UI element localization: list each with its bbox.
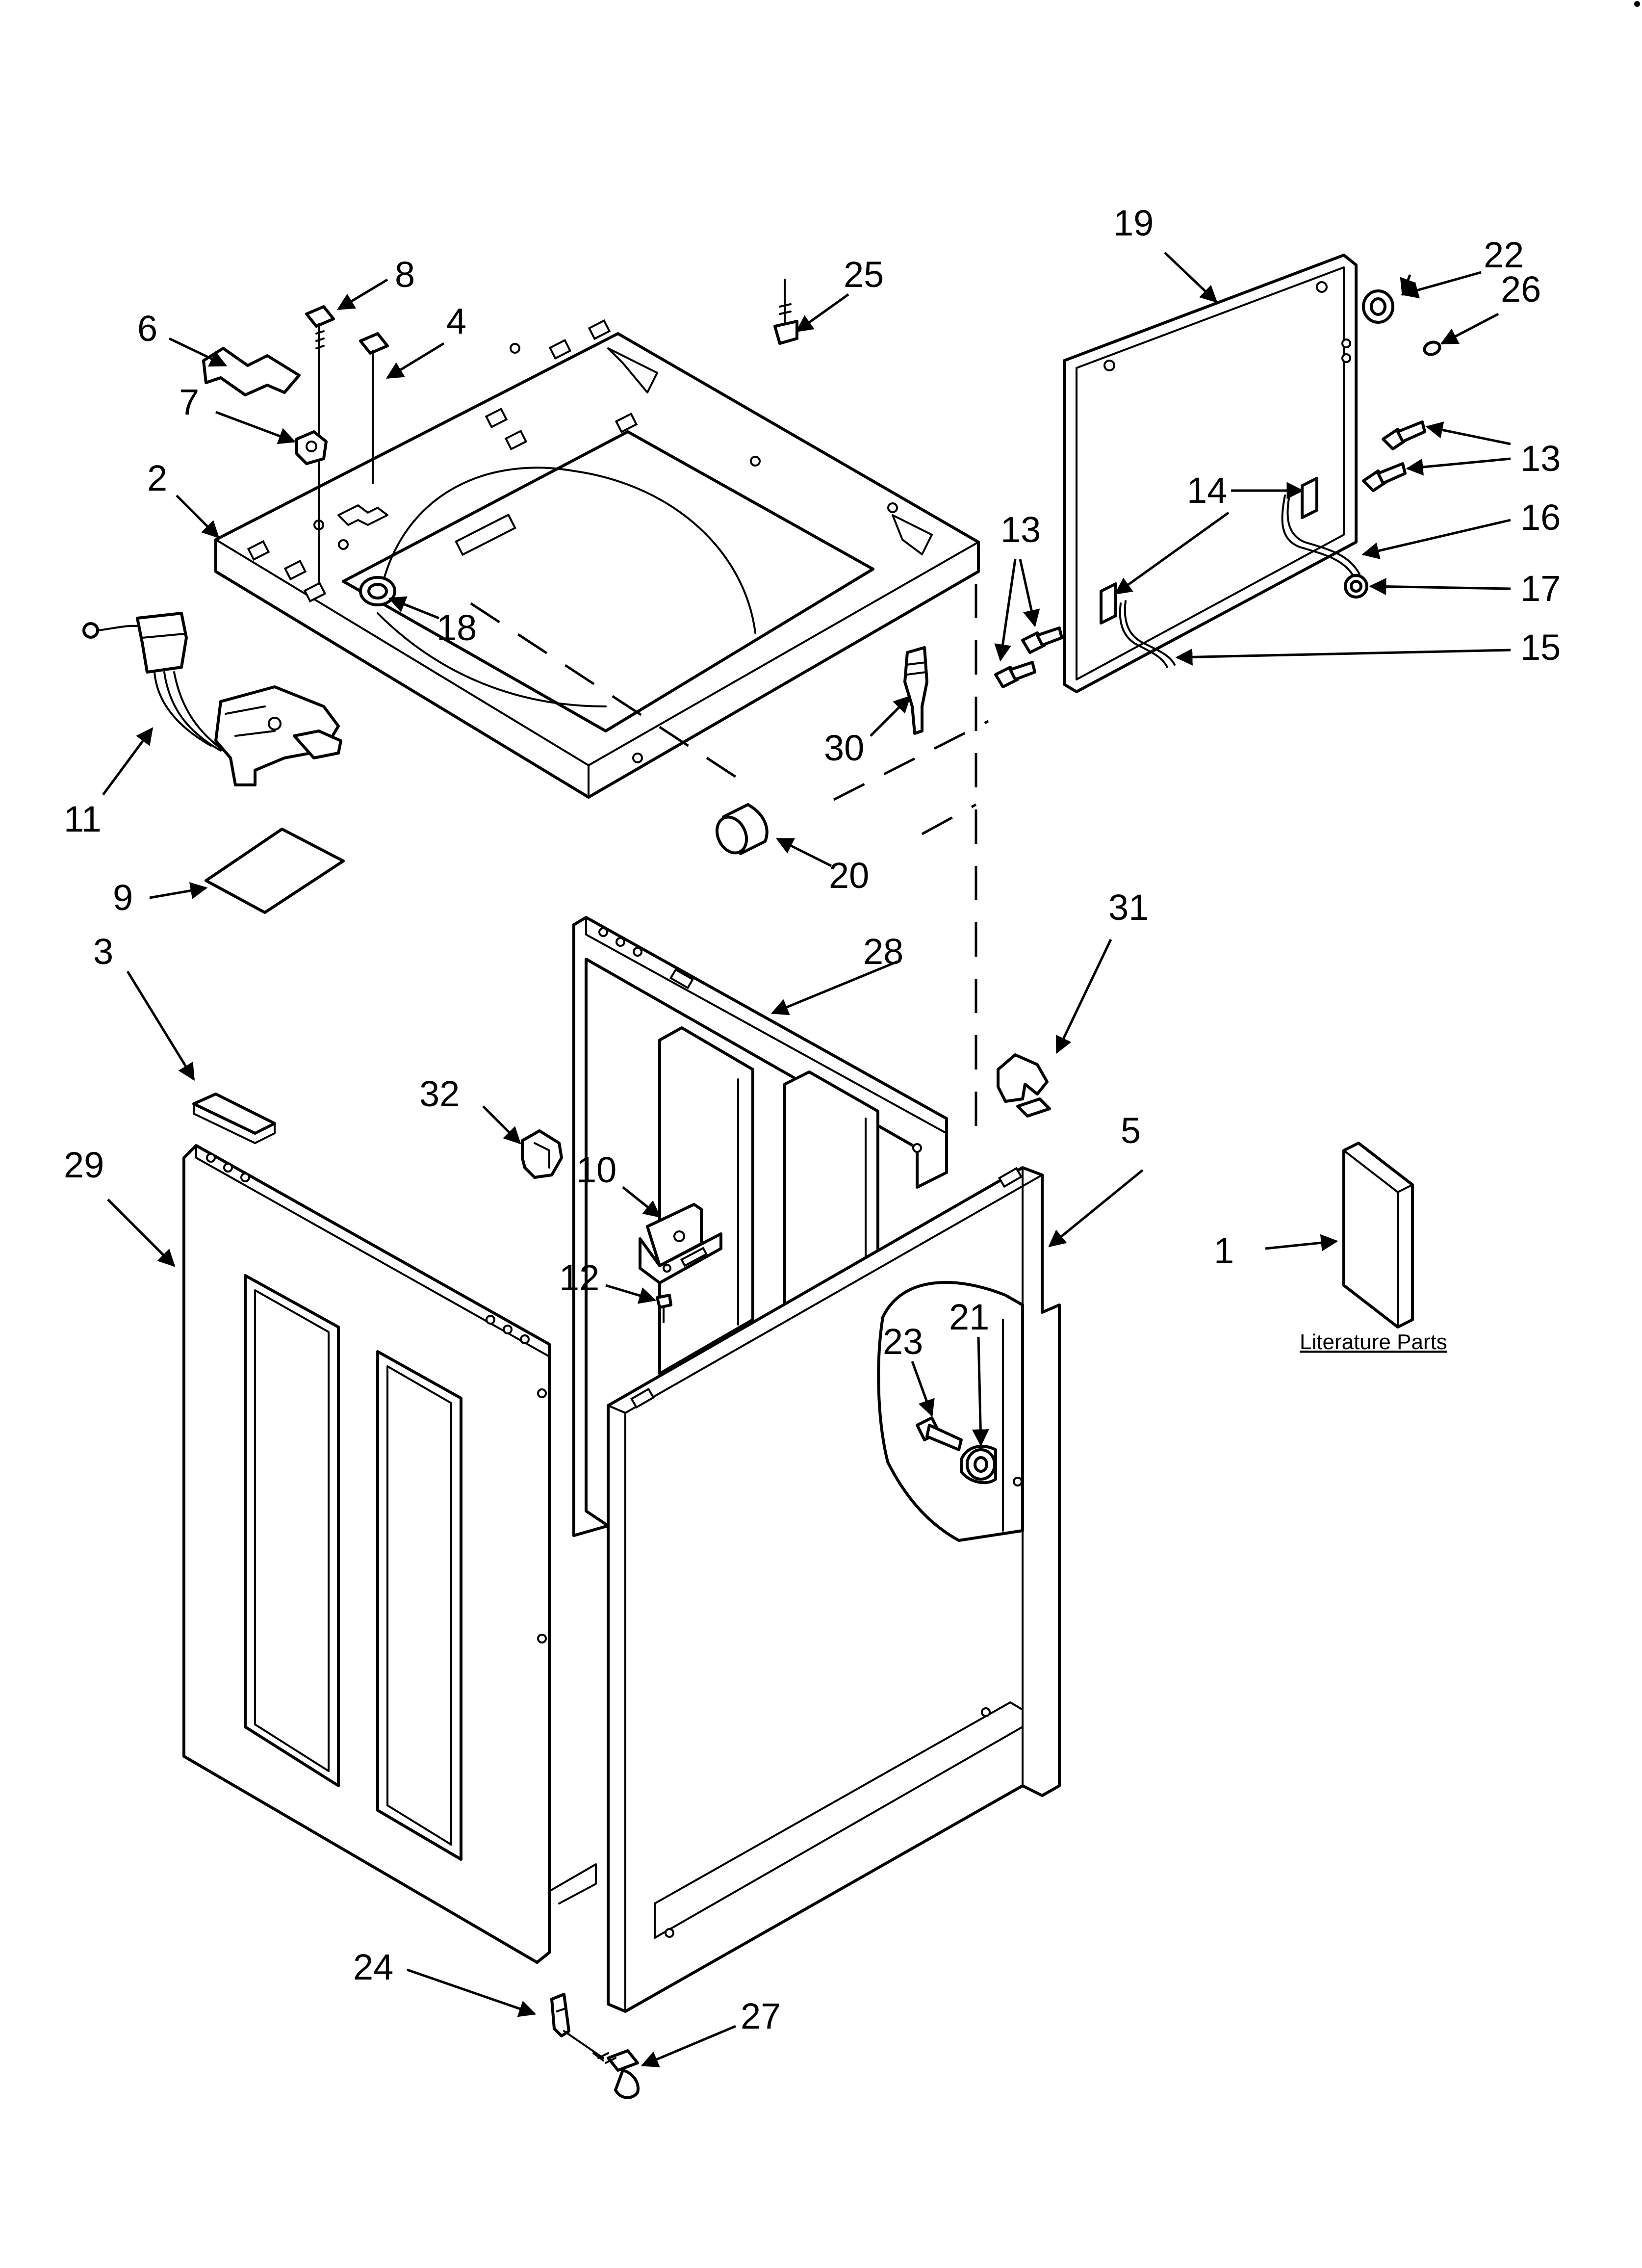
leader-lines — [102, 252, 1511, 2067]
label-5: 5 — [1121, 1110, 1141, 1151]
pad-part-3 — [192, 1093, 276, 1144]
clip-part-24 — [550, 1993, 570, 2037]
label-13a: 13 — [1001, 509, 1041, 550]
plug-part-26 — [1423, 340, 1441, 356]
label-20: 20 — [829, 855, 869, 896]
label-11: 11 — [64, 799, 102, 839]
clip-part-31 — [997, 1053, 1051, 1118]
label-16: 16 — [1520, 497, 1561, 538]
bracket-part-14 — [1100, 477, 1318, 625]
label-6: 6 — [137, 308, 157, 349]
label-28: 28 — [863, 931, 903, 972]
connector-part-17 — [1344, 574, 1368, 599]
clip-part-30 — [903, 646, 928, 735]
label-23: 23 — [883, 1321, 923, 1362]
control-panel-frame-part — [1063, 254, 1358, 693]
literature-parts-caption: Literature Parts — [1300, 1330, 1447, 1354]
screw-part-25 — [773, 279, 798, 345]
wire-part-15 — [1119, 600, 1176, 668]
label-22: 22 — [1484, 235, 1524, 275]
top-cover-part — [214, 319, 980, 799]
screw-part-12 — [656, 1294, 672, 1323]
front-panel-part — [182, 1144, 597, 1964]
grommet-part-18 — [359, 576, 396, 606]
clip-part-32 — [521, 1129, 563, 1179]
label-12: 12 — [559, 1257, 599, 1298]
screw-part-27 — [563, 2030, 640, 2099]
label-15: 15 — [1520, 627, 1561, 668]
label-14: 14 — [1187, 470, 1227, 511]
label-17: 17 — [1520, 568, 1561, 609]
wire-part-16 — [1281, 492, 1360, 577]
label-7: 7 — [179, 382, 199, 422]
screw-part-4 — [359, 332, 389, 484]
label-18: 18 — [436, 607, 477, 648]
nut-part-7 — [295, 430, 328, 465]
label-10: 10 — [576, 1149, 616, 1190]
alignment-lines — [470, 584, 989, 1128]
label-9: 9 — [113, 877, 133, 918]
label-30: 30 — [824, 728, 864, 768]
wire-harness-part-11 — [82, 612, 342, 786]
label-8: 8 — [395, 254, 415, 295]
bracket-part-10 — [639, 1203, 722, 1284]
part-number-labels: 1 2 3 4 5 6 7 8 9 10 11 12 13 13 14 15 1… — [64, 203, 1561, 2036]
screws-part-13-right — [1362, 420, 1426, 492]
grommet-part-21 — [960, 1444, 997, 1485]
clip-part-6 — [202, 347, 301, 396]
bolt-part-23 — [916, 1416, 963, 1451]
label-26: 26 — [1501, 269, 1541, 310]
label-21: 21 — [949, 1297, 989, 1337]
label-25: 25 — [844, 254, 884, 295]
cap-part-20 — [715, 803, 769, 855]
label-31: 31 — [1108, 887, 1149, 928]
label-2: 2 — [147, 458, 167, 498]
label-1: 1 — [1214, 1230, 1234, 1271]
screw-part-8 — [305, 305, 335, 585]
label-part-9 — [205, 828, 345, 914]
label-3: 3 — [93, 931, 113, 972]
label-29: 29 — [64, 1145, 104, 1185]
literature-part-1 — [1342, 1142, 1414, 1329]
label-27: 27 — [741, 1996, 781, 2036]
label-4: 4 — [446, 301, 466, 341]
label-32: 32 — [419, 1073, 460, 1114]
label-19: 19 — [1113, 203, 1154, 243]
rear-panel-part — [572, 916, 948, 1537]
label-24: 24 — [353, 1947, 393, 1987]
screws-part-13-left — [994, 626, 1063, 688]
label-13b: 13 — [1520, 438, 1561, 479]
grommet-part-22 — [1362, 289, 1394, 324]
